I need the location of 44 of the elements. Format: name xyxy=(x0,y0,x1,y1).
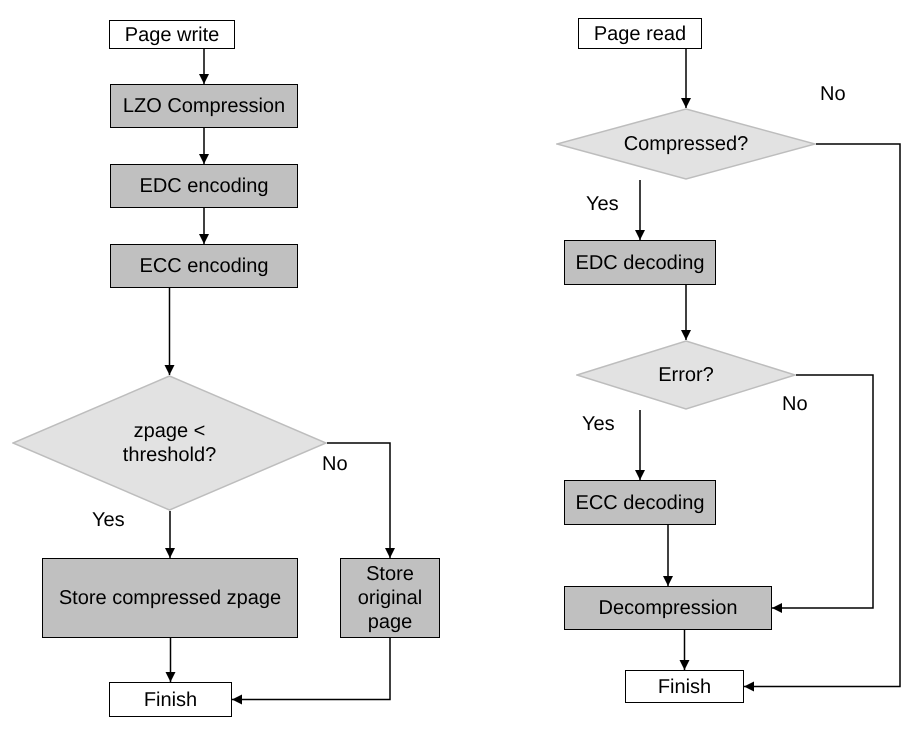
arrow xyxy=(232,638,391,704)
arrow xyxy=(772,374,874,613)
process-box xyxy=(110,244,298,288)
node-label: Finish xyxy=(656,674,712,698)
arrow xyxy=(164,288,174,375)
node-label: zpage < threshold? xyxy=(122,419,218,467)
process-box xyxy=(340,558,440,638)
arrow xyxy=(199,128,209,164)
process-box xyxy=(110,84,298,128)
process-box xyxy=(110,164,298,208)
arrow xyxy=(166,638,176,682)
arrow xyxy=(199,208,209,244)
arrow xyxy=(681,285,691,340)
process-box xyxy=(42,558,298,638)
process-box xyxy=(109,20,235,49)
node-label: ECC decoding xyxy=(574,490,706,514)
arrow xyxy=(635,180,645,240)
process-box xyxy=(564,240,716,285)
arrow xyxy=(327,442,395,558)
arrow xyxy=(199,49,209,84)
node-label: EDC encoding xyxy=(138,174,270,198)
process-box xyxy=(109,682,232,717)
arrow xyxy=(680,630,690,670)
node-label: Finish xyxy=(142,688,198,712)
node-label: Page write xyxy=(124,22,220,46)
process-box xyxy=(625,670,744,703)
process-box xyxy=(578,18,702,49)
node-label: EDC decoding xyxy=(574,250,706,274)
process-box xyxy=(564,586,772,630)
node-label: LZO Compression xyxy=(122,94,286,118)
decision-diamond xyxy=(556,108,816,180)
process-box xyxy=(564,480,716,525)
node-label: ECC encoding xyxy=(138,254,270,278)
arrow xyxy=(744,143,901,692)
node-label: Error? xyxy=(658,363,714,387)
node-label: Decompression xyxy=(598,596,738,620)
arrow xyxy=(663,525,673,586)
arrow xyxy=(165,511,175,558)
node-label: Compressed? xyxy=(624,132,748,156)
node-label: Page read xyxy=(592,22,688,46)
node-label: Store original page xyxy=(356,562,424,634)
node-label: Store compressed zpage xyxy=(58,586,282,610)
arrow xyxy=(681,49,691,108)
arrow xyxy=(635,410,645,480)
